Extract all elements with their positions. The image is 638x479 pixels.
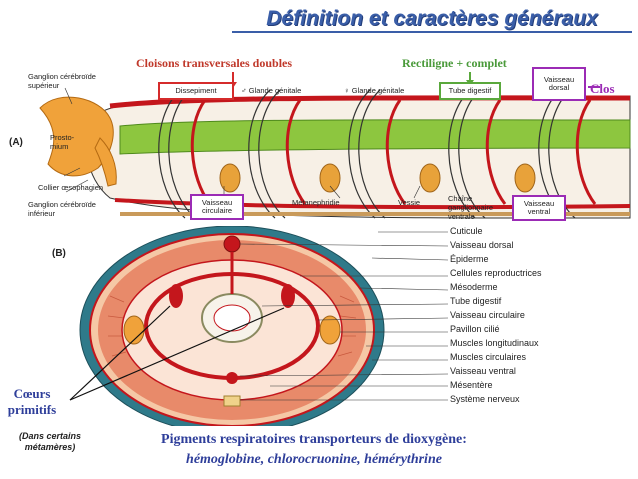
- label-glande-male: ♂ Glande génitale: [241, 86, 302, 95]
- caption-pigments: Pigments respiratoires transporteurs de …: [161, 432, 467, 447]
- label-pavillon-cilie: Pavillon cilié: [450, 324, 500, 334]
- label-vaisseau-dorsal: Vaisseau dorsal: [450, 240, 514, 250]
- panel-a-letter: (A): [9, 137, 23, 148]
- box-vaisseau-dorsal: Vaisseau dorsal: [532, 67, 586, 101]
- worm-longitudinal-diagram: [39, 72, 631, 219]
- box-tube-digestif: Tube digestif: [439, 82, 501, 100]
- ganglion-cerebroide: [39, 96, 114, 177]
- caption-coeurs: Cœurs primitifs: [7, 386, 57, 417]
- title-underline: [232, 31, 632, 33]
- label-cellules-reproductrices: Cellules reproductrices: [450, 268, 542, 278]
- callout-rectiligne: Rectiligne + complet: [402, 56, 507, 70]
- label-mesentere: Mésentère: [450, 380, 493, 390]
- label-vessie: Vessie: [398, 198, 421, 207]
- worm-cross-section: [69, 226, 449, 426]
- cross-section-labels: Cuticule Vaisseau dorsal Épiderme Cellul…: [450, 226, 610, 408]
- callout-cloisons: Cloisons transversales doubles: [136, 56, 293, 70]
- label-vaisseau-circulaire: Vaisseau circulaire: [450, 310, 525, 320]
- caption-dans-certains: (Dans certains métamères): [18, 431, 82, 452]
- label-mesoderme: Mésoderme: [450, 282, 498, 292]
- box-vaisseau-circulaire: Vaisseau circulaire: [190, 194, 244, 220]
- label-vaisseau-ventral: Vaisseau ventral: [450, 366, 516, 376]
- label-glande-femelle: ♀ Glande génitale: [344, 86, 405, 95]
- label-cuticule: Cuticule: [450, 226, 483, 236]
- label-chaine: Chaîne ganglionnaire ventrale: [448, 194, 494, 221]
- label-systeme-nerveux: Système nerveux: [450, 394, 520, 404]
- label-collier: Collier œsophagien: [38, 183, 104, 192]
- label-prostomium: Prosto-mium: [50, 133, 75, 151]
- page-title: Définition et caractères généraux: [266, 7, 598, 30]
- label-metanephridie: Métanephridie: [292, 198, 340, 207]
- label-epiderme: Épiderme: [450, 254, 489, 264]
- caption-pigments-list: hémoglobine, chlorocruonine, hémérythrin…: [186, 452, 442, 467]
- box-dissepiment: Dissepiment: [158, 82, 234, 100]
- gut-tube: [119, 119, 631, 155]
- label-ganglion-inferieur: Ganglion cérébroïde inférieur: [28, 200, 96, 218]
- label-tube-digestif: Tube digestif: [450, 296, 502, 306]
- box-vaisseau-ventral: Vaisseau ventral: [512, 195, 566, 221]
- label-muscles-circulaires: Muscles circulaires: [450, 352, 527, 362]
- label-muscles-longitudinaux: Muscles longitudinaux: [450, 338, 539, 348]
- panel-b-letter: (B): [52, 248, 66, 259]
- callout-clos: Clos: [590, 81, 615, 96]
- label-ganglion-superieur: Ganglion cérébroïde supérieur: [28, 72, 96, 90]
